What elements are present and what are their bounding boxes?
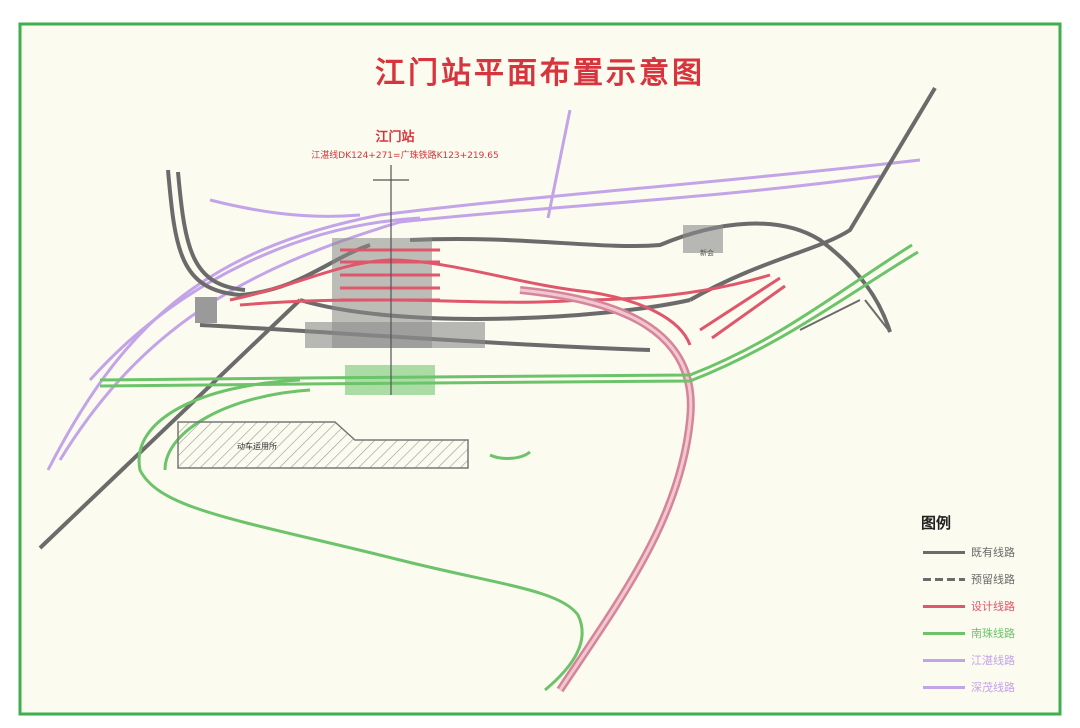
legend-item: 深茂线路 xyxy=(905,678,1045,705)
station-name: 江门站 xyxy=(375,130,415,145)
legend-swatch xyxy=(923,659,965,662)
station-platforms xyxy=(195,225,723,348)
station-chainage: 江湛线DK124+271=广珠铁路K123+219.65 xyxy=(311,151,499,161)
green-yard xyxy=(345,365,435,395)
legend-label: 江湛线路 xyxy=(971,654,1015,667)
legend-label: 南珠线路 xyxy=(971,627,1015,640)
depot-area xyxy=(177,421,469,469)
map-frame xyxy=(18,22,1062,716)
legend-swatch xyxy=(923,632,965,635)
legend-item: 江湛线路 xyxy=(905,651,1045,678)
legend-title: 图例 xyxy=(921,514,952,532)
station-axis xyxy=(373,165,409,395)
legend-swatch xyxy=(923,605,965,608)
purple-lines xyxy=(46,109,921,471)
legend-label: 深茂线路 xyxy=(971,681,1015,694)
map-title: 江门站平面布置示意图 xyxy=(375,56,705,91)
legend: 图例 既有线路预留线路设计线路南珠线路江湛线路深茂线路 xyxy=(905,512,1045,700)
green-lines xyxy=(99,243,919,692)
legend-item: 预留线路 xyxy=(905,570,1045,597)
legend-item: 设计线路 xyxy=(905,597,1045,624)
legend-swatch xyxy=(923,578,965,581)
legend-label: 设计线路 xyxy=(971,600,1015,613)
legend-item: 既有线路 xyxy=(905,543,1045,570)
design-lines xyxy=(229,248,786,346)
legend-swatch xyxy=(923,686,965,689)
north-station-label: 新会 xyxy=(700,249,714,257)
legend-label: 预留线路 xyxy=(971,573,1015,586)
legend-items: 既有线路预留线路设计线路南珠线路江湛线路深茂线路 xyxy=(905,543,1045,705)
legend-swatch xyxy=(923,551,965,554)
legend-label: 既有线路 xyxy=(971,546,1015,559)
interchange-marker xyxy=(799,299,891,333)
legend-item: 南珠线路 xyxy=(905,624,1045,651)
depot-label: 动车运用所 xyxy=(237,442,277,451)
